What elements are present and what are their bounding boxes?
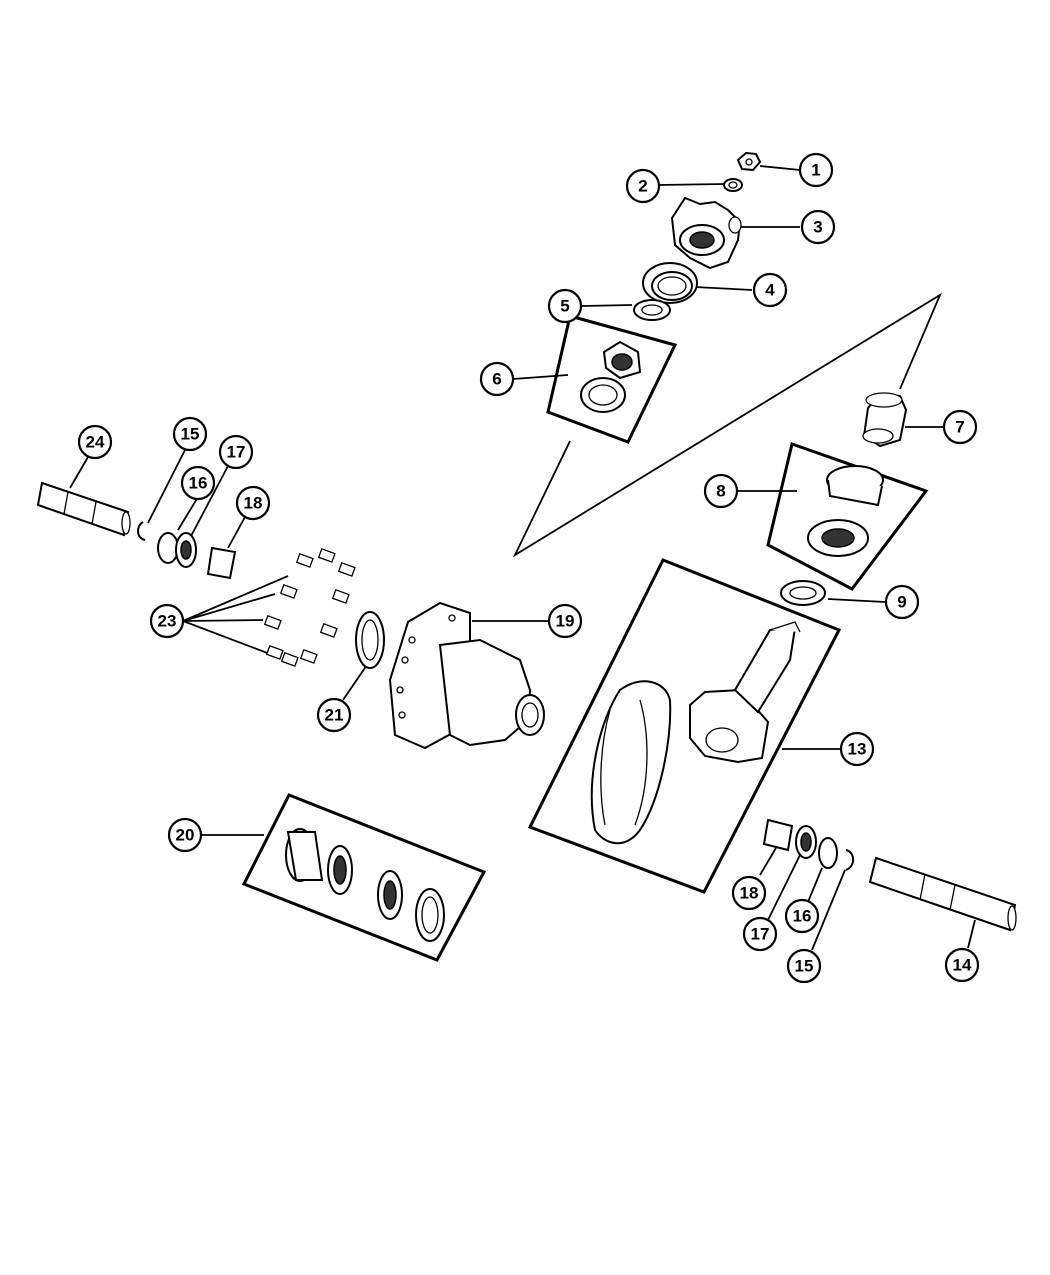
right-seals (762, 818, 855, 871)
svg-text:19: 19 (556, 612, 575, 631)
bolts-23 (263, 548, 356, 667)
axle-shaft-24 (36, 481, 131, 537)
left-seals (137, 521, 237, 580)
svg-text:16: 16 (189, 474, 208, 493)
box-13 (527, 558, 842, 894)
callout-23[interactable]: 23 (149, 603, 185, 639)
callout-24[interactable]: 24 (77, 424, 113, 460)
callout-17-left[interactable]: 17 (218, 434, 254, 470)
svg-text:7: 7 (955, 418, 964, 437)
callout-6[interactable]: 6 (479, 361, 515, 397)
callout-16-right[interactable]: 16 (784, 898, 820, 934)
callout-3[interactable]: 3 (800, 209, 836, 245)
callout-19[interactable]: 19 (547, 603, 583, 639)
svg-text:18: 18 (244, 494, 263, 513)
svg-text:15: 15 (795, 957, 814, 976)
part-shapes (36, 151, 1017, 942)
svg-text:6: 6 (492, 370, 501, 389)
svg-text:5: 5 (560, 297, 569, 316)
callout-17-right[interactable]: 17 (742, 916, 778, 952)
box-20 (241, 793, 487, 962)
callouts: 1 2 3 4 5 6 7 8 (77, 152, 980, 984)
bearing-kit-20 (285, 828, 445, 942)
callout-13[interactable]: 13 (839, 731, 875, 767)
callout-20[interactable]: 20 (167, 817, 203, 853)
svg-text:9: 9 (897, 593, 906, 612)
sleeve-18b (762, 818, 794, 852)
svg-text:15: 15 (181, 425, 200, 444)
clip-15a (137, 521, 146, 541)
callout-15-left[interactable]: 15 (172, 416, 208, 452)
callout-21[interactable]: 21 (316, 697, 352, 733)
sleeve-18a (206, 546, 237, 580)
axle-shaft-14 (868, 856, 1017, 932)
callout-18-right[interactable]: 18 (731, 875, 767, 911)
svg-text:13: 13 (848, 740, 867, 759)
svg-text:20: 20 (176, 826, 195, 845)
leader-lines (69, 165, 976, 951)
callout-5[interactable]: 5 (547, 288, 583, 324)
svg-text:14: 14 (953, 956, 972, 975)
ring-16b (818, 837, 838, 869)
svg-text:1: 1 (811, 161, 820, 180)
yoke-3 (670, 196, 742, 270)
callout-18-left[interactable]: 18 (235, 485, 271, 521)
svg-text:17: 17 (751, 925, 770, 944)
callout-8[interactable]: 8 (703, 473, 739, 509)
callout-2[interactable]: 2 (625, 168, 661, 204)
svg-text:18: 18 (740, 884, 759, 903)
diff-case-19 (388, 601, 545, 750)
svg-text:23: 23 (158, 612, 177, 631)
callout-14[interactable]: 14 (944, 947, 980, 983)
seal-4 (642, 262, 698, 304)
callout-1[interactable]: 1 (798, 152, 834, 188)
ring-16a (157, 532, 179, 564)
callout-9[interactable]: 9 (884, 584, 920, 620)
bearing-8 (807, 465, 884, 557)
bearing-6 (580, 340, 642, 413)
svg-text:17: 17 (227, 443, 246, 462)
svg-text:21: 21 (325, 706, 344, 725)
callout-4[interactable]: 4 (752, 272, 788, 308)
svg-text:16: 16 (793, 907, 812, 926)
spacer-7 (862, 392, 908, 448)
svg-text:8: 8 (716, 482, 725, 501)
callout-15-right[interactable]: 15 (786, 948, 822, 984)
clip-15b (845, 849, 855, 871)
svg-text:4: 4 (765, 281, 775, 300)
ring-pinion-13 (590, 621, 801, 845)
box-6 (546, 314, 678, 444)
svg-text:2: 2 (638, 177, 647, 196)
callout-16-left[interactable]: 16 (180, 465, 216, 501)
svg-text:24: 24 (86, 433, 105, 452)
callout-7[interactable]: 7 (942, 409, 978, 445)
svg-text:3: 3 (813, 218, 822, 237)
